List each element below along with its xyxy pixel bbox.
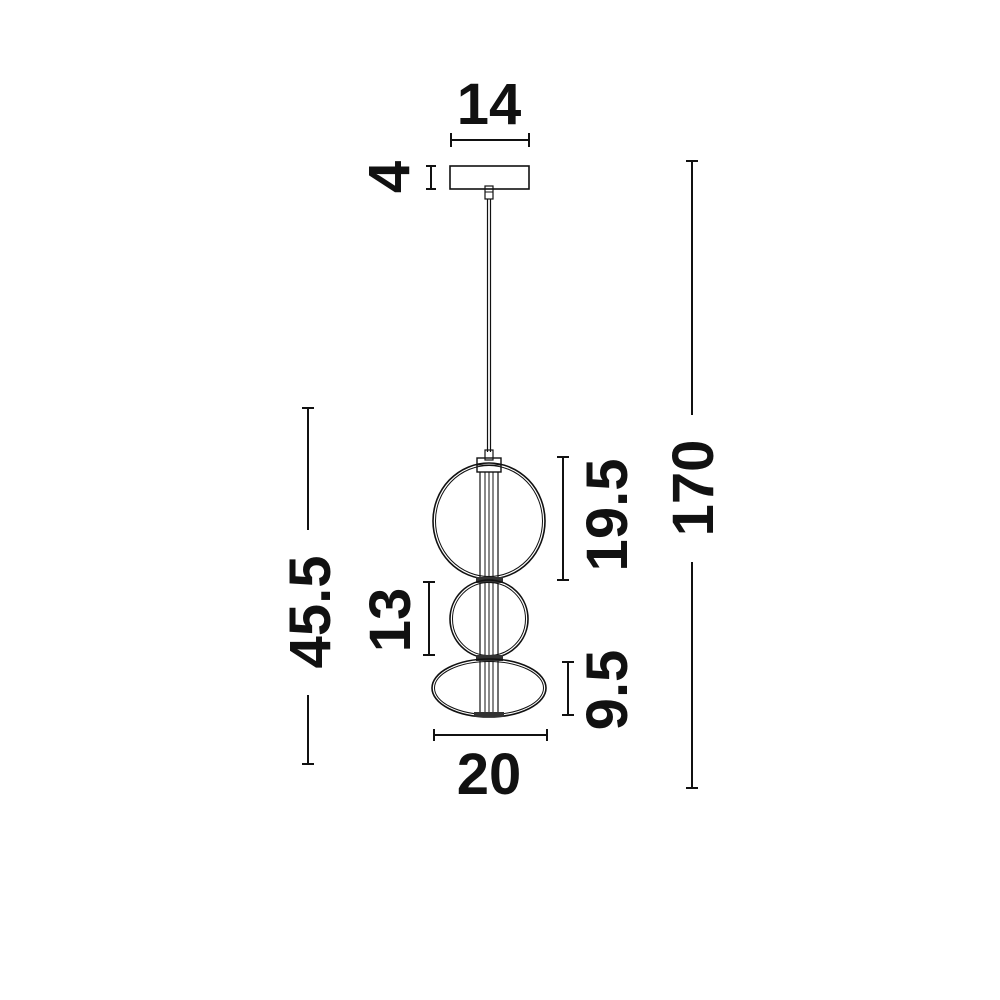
dimension-canopy-width: 14 (450, 72, 530, 147)
dimension-body-width: 20 (433, 729, 548, 807)
label-body-width: 20 (457, 742, 522, 807)
label-canopy-width: 14 (457, 72, 522, 137)
dimension-middle-ring-height: 13 (358, 581, 435, 656)
label-body-height: 45.5 (278, 556, 343, 669)
label-bottom-ring-height: 9.5 (575, 650, 640, 731)
suspension-cable (484, 199, 494, 461)
dimension-top-ring-height: 19.5 (557, 456, 640, 581)
dimension-total-height: 170 (661, 160, 726, 789)
label-top-ring-height: 19.5 (575, 459, 640, 572)
dimension-canopy-height: 4 (357, 161, 436, 193)
lamp-body (431, 457, 547, 718)
canopy (449, 165, 530, 200)
dimension-body-height: 45.5 (278, 407, 343, 765)
label-total-height: 170 (661, 440, 726, 537)
label-middle-ring-height: 13 (358, 588, 423, 653)
dimension-bottom-ring-height: 9.5 (562, 650, 640, 731)
label-canopy-height: 4 (357, 161, 422, 193)
